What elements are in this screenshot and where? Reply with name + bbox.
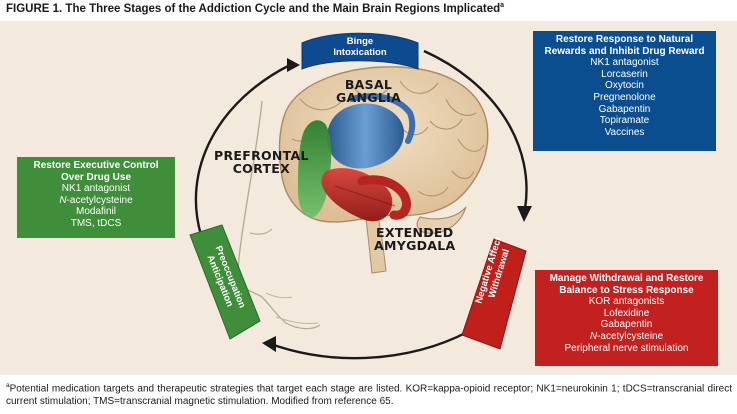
box-withdrawal-item: Peripheral nerve stimulation	[564, 342, 689, 354]
figure-title-text: FIGURE 1. The Three Stages of the Addict…	[6, 2, 501, 15]
figure-footnote: aPotential medication targets and therap…	[6, 380, 732, 408]
box-binge-item: Lorcaserin	[601, 68, 648, 80]
box-binge-item: Pregnenolone	[593, 91, 656, 103]
box-binge-item: Vaccines	[604, 126, 645, 138]
box-withdrawal-item: N-acetylcysteine	[589, 330, 664, 342]
box-executive-item: Modafinil	[75, 206, 117, 218]
amygdala-line2: AMYGDALA	[374, 238, 456, 253]
box-executive-item: N-acetylcysteine	[59, 194, 133, 206]
box-binge-title-2: Rewards and Inhibit Drug Reward	[544, 45, 705, 57]
box-executive-title-1: Restore Executive Control	[33, 160, 159, 171]
box-executive-title-2: Over Drug Use	[60, 171, 132, 183]
prefrontal-line1: PREFRONTAL	[214, 148, 309, 163]
box-withdrawal-item: Lofexidine	[603, 307, 650, 319]
arc-binge-to-negative	[423, 49, 528, 210]
box-executive-item: NK1 antagonist	[61, 183, 131, 195]
box-withdrawal-title-1: Manage Withdrawal and Restore	[549, 273, 704, 284]
box-binge-item: Topiramate	[599, 115, 650, 127]
box-binge-item: Gabapentin	[598, 103, 651, 115]
arrowhead-left	[262, 336, 276, 352]
brain-illustration	[278, 66, 489, 274]
arrowheads	[262, 58, 532, 352]
footnote-marker: a	[6, 382, 10, 389]
box-binge-item: Oxytocin	[605, 80, 644, 92]
footnote-text: Potential medication targets and therape…	[6, 383, 732, 407]
label-prefrontal-cortex: PREFRONTAL CORTEX	[214, 149, 309, 175]
arrowhead-right-top	[287, 58, 300, 72]
box-binge-title-1: Restore Response to Natural	[555, 34, 694, 45]
prefrontal-line2: CORTEX	[232, 161, 291, 176]
figure-title-superscript: a	[500, 2, 505, 9]
box-executive-treatments: Restore Executive Control Over Drug Use …	[17, 157, 175, 238]
stage-label-binge: Binge Intoxication	[333, 36, 386, 58]
label-basal-ganglia: BASAL GANGLIA	[336, 78, 401, 104]
box-binge-item: NK1 antagonist	[590, 57, 659, 69]
basal-ganglia-line2: GANGLIA	[336, 90, 402, 105]
box-withdrawal-item: KOR antagonists	[588, 296, 665, 308]
figure-title: FIGURE 1. The Three Stages of the Addict…	[6, 2, 504, 15]
arrowhead-down-right	[517, 206, 532, 222]
arc-negative-to-preoccupation	[267, 323, 481, 360]
stage-binge-line2: Intoxication	[333, 47, 387, 58]
arc-preoccupation-to-binge	[194, 63, 291, 236]
amygdala-line1: EXTENDED	[376, 225, 454, 240]
addiction-cycle-diagram	[189, 32, 532, 360]
box-executive-item: TMS, tDCS	[70, 217, 122, 229]
stage-binge-line1: Binge	[346, 36, 374, 47]
box-withdrawal-treatments: Manage Withdrawal and Restore Balance to…	[535, 270, 718, 366]
box-binge-treatments: Restore Response to Natural Rewards and …	[533, 31, 716, 151]
label-extended-amygdala: EXTENDED AMYGDALA	[374, 226, 456, 252]
stage-banner-binge	[301, 32, 419, 70]
box-withdrawal-item: Gabapentin	[600, 319, 653, 331]
basal-ganglia-line1: BASAL	[344, 77, 393, 92]
box-withdrawal-title-2: Balance to Stress Response	[559, 284, 694, 296]
stage-banner-negative	[461, 238, 527, 350]
stage-banner-preoccupation	[189, 224, 261, 340]
cycle-arrows	[194, 49, 528, 360]
